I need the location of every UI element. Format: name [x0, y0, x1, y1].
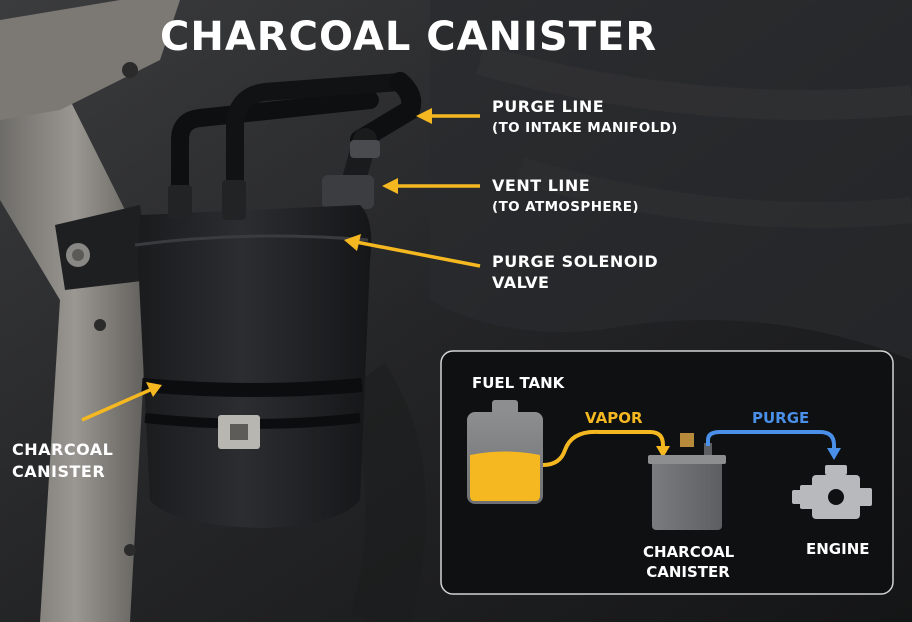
purge-hose: [350, 72, 422, 150]
arrow-purge-valve: [355, 240, 481, 268]
label-vent-line-sub: (TO ATMOSPHERE): [492, 199, 639, 215]
underbody-rib: [516, 157, 912, 228]
inset-label-canister-2: CANISTER: [646, 563, 730, 581]
hose: [171, 91, 379, 219]
inset-label-purge: PURGE: [752, 409, 810, 427]
fuel-level: [470, 451, 540, 501]
canister-icon: [652, 455, 722, 530]
mount-bracket: [55, 205, 150, 290]
canister-icon-port: [680, 433, 694, 447]
frame-hole: [94, 319, 106, 331]
frame-hole: [124, 544, 136, 556]
label-purge-valve: PURGE SOLENOID: [492, 252, 659, 271]
purge-flow-line: [706, 430, 836, 452]
vapor-flow-line: [542, 429, 665, 467]
hose: [226, 73, 409, 219]
canister-body: [138, 205, 372, 528]
label-purge-valve-2: VALVE: [492, 273, 550, 292]
canister-strap: [141, 378, 363, 397]
label-canister: CHARCOAL: [12, 440, 114, 459]
inset-label-fuel-tank: FUEL TANK: [472, 374, 565, 392]
label-canister-2: CANISTER: [12, 462, 106, 481]
label-purge-line: PURGE LINE: [492, 97, 605, 116]
label-purge-line-sub: (TO INTAKE MANIFOLD): [492, 120, 678, 136]
purge-solenoid: [322, 175, 374, 209]
label-vent-line: VENT LINE: [492, 176, 591, 195]
shadow-area: [334, 363, 426, 622]
inset-label-vapor: VAPOR: [585, 409, 643, 427]
page-title: CHARCOAL CANISTER: [160, 14, 658, 60]
fuel-tank-cap: [492, 400, 518, 414]
frame-top: [0, 0, 180, 120]
underbody-rib: [476, 45, 912, 120]
hose-clamp: [350, 140, 380, 158]
canister-port: [222, 180, 246, 220]
frame-hole: [122, 62, 138, 78]
inset-label-canister: CHARCOAL: [643, 543, 735, 561]
arrow-canister: [81, 388, 151, 422]
inset-label-engine: ENGINE: [806, 540, 870, 558]
callout-arrows: [81, 108, 481, 422]
canister-port: [168, 185, 192, 219]
